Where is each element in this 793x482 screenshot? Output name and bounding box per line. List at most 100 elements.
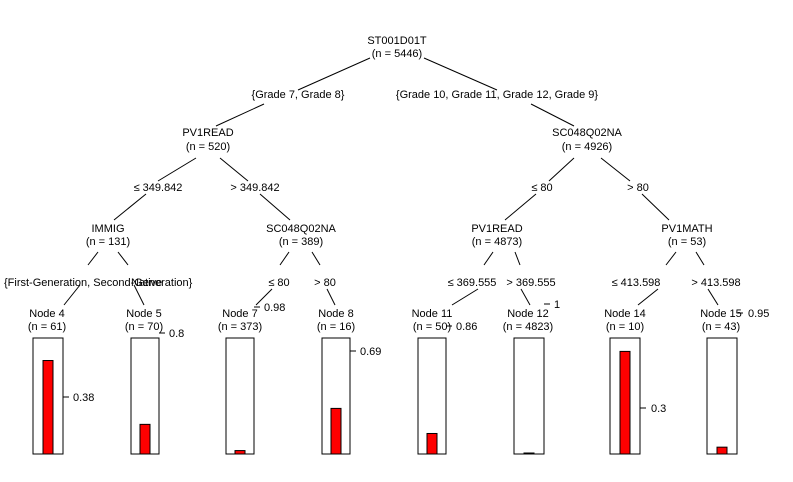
- edge: [255, 288, 273, 306]
- inner-node-6: SC048Q02NA (n = 389): [266, 223, 336, 248]
- terminal-panel-12: 1: [513, 299, 560, 455]
- tree-edges: [63, 57, 719, 306]
- edge: [133, 284, 145, 306]
- bar: [523, 452, 535, 455]
- edge-label: > 349.842: [230, 182, 279, 194]
- edge: [311, 251, 321, 266]
- bar: [42, 360, 54, 455]
- edge-label: > 80: [314, 277, 336, 289]
- node-count: (n = 53): [668, 236, 706, 248]
- edge-labels: {Grade 7, Grade 8} {Grade 10, Grade 11, …: [4, 89, 741, 289]
- terminal-label: Node 14: [604, 308, 646, 320]
- edge-label: {First-Generation, Second-Generation}: [4, 277, 193, 289]
- edge: [641, 193, 670, 221]
- terminal-count: (n = 10): [606, 321, 644, 333]
- edge: [665, 251, 677, 266]
- edge: [423, 57, 498, 91]
- edge: [548, 157, 575, 182]
- node-variable: PV1READ: [471, 223, 522, 235]
- tick-label: 0.98: [264, 302, 285, 314]
- edge: [117, 251, 129, 266]
- terminal-panel-15: 0.95: [706, 308, 769, 455]
- terminal-panel-14: 0.3: [609, 337, 666, 455]
- terminal-label: Node 8: [318, 308, 353, 320]
- terminal-panel-5: 0.8: [130, 328, 184, 455]
- terminal-count: (n = 50): [413, 321, 451, 333]
- edge-label: > 369.555: [506, 277, 555, 289]
- inner-node-3: IMMIG (n = 131): [86, 223, 130, 248]
- edge-label: > 80: [627, 182, 649, 194]
- node-count: (n = 520): [186, 141, 230, 153]
- edge-label: ≤ 413.598: [612, 277, 661, 289]
- terminal-label: Node 7: [222, 308, 257, 320]
- edge: [279, 251, 290, 266]
- node-variable: ST001D01T: [367, 35, 427, 47]
- bar: [426, 432, 438, 455]
- edge-label: ≤ 349.842: [134, 182, 183, 194]
- inner-nodes: ST001D01T (n = 5446) PV1READ (n = 520) I…: [86, 35, 713, 248]
- edge: [63, 284, 81, 306]
- bar: [330, 407, 342, 455]
- edge: [451, 288, 479, 306]
- tick-label: 0.86: [456, 321, 477, 333]
- node-count: (n = 4873): [472, 236, 522, 248]
- edge: [87, 251, 99, 266]
- bar: [716, 446, 728, 455]
- edge: [113, 193, 147, 221]
- edge: [695, 251, 705, 266]
- edge: [637, 288, 659, 306]
- edge-label: Native: [131, 277, 162, 289]
- terminal-node-titles: Node 4 (n = 61) Node 5 (n = 70) Node 7 (…: [28, 308, 742, 333]
- terminal-panel-11: 0.86: [417, 321, 477, 455]
- tick-label: 0.69: [360, 346, 381, 358]
- edge-label: {Grade 10, Grade 11, Grade 12, Grade 9}: [396, 89, 599, 101]
- node-count: (n = 5446): [372, 48, 422, 60]
- terminal-count: (n = 16): [317, 321, 355, 333]
- edge: [215, 103, 265, 127]
- edge-label: ≤ 80: [531, 182, 552, 194]
- terminal-label: Node 4: [29, 308, 64, 320]
- edge: [504, 193, 537, 221]
- tick-label: 0.8: [169, 328, 184, 340]
- edge: [326, 288, 336, 306]
- terminal-panel-8: 0.69: [321, 337, 381, 455]
- terminal-label: Node 11: [412, 308, 453, 320]
- node-count: (n = 4926): [562, 141, 612, 153]
- inner-node-13: PV1MATH (n = 53): [661, 223, 712, 248]
- edge: [530, 103, 575, 127]
- inner-node-1: ST001D01T (n = 5446): [367, 35, 427, 60]
- edge: [219, 157, 249, 182]
- node-count: (n = 131): [86, 236, 130, 248]
- panel-frame: [225, 337, 255, 455]
- edge-label: {Grade 7, Grade 8}: [252, 89, 345, 101]
- bar: [234, 450, 246, 455]
- inner-node-10: PV1READ (n = 4873): [471, 223, 522, 248]
- node-count: (n = 389): [279, 236, 323, 248]
- panel-frame: [706, 337, 738, 455]
- tick-label: 1: [554, 299, 560, 311]
- terminal-panel-7: 0.98: [225, 302, 285, 455]
- terminal-label: Node 5: [126, 308, 161, 320]
- node-variable: PV1READ: [182, 127, 233, 139]
- terminal-count: (n = 43): [702, 321, 740, 333]
- terminal-count: (n = 4823): [503, 321, 553, 333]
- node-variable: SC048Q02NA: [552, 127, 622, 139]
- edge-label: > 413.598: [691, 277, 740, 289]
- terminal-bar-panels: 0.38 0.8 0.98 0.69 0.86: [32, 299, 769, 455]
- terminal-label: Node 12: [507, 308, 549, 320]
- edge: [520, 288, 531, 306]
- edge: [483, 251, 494, 266]
- node-variable: IMMIG: [92, 223, 125, 235]
- edge: [297, 57, 371, 91]
- terminal-count: (n = 61): [28, 321, 66, 333]
- node-variable: SC048Q02NA: [266, 223, 336, 235]
- edge: [514, 251, 521, 266]
- inner-node-2: PV1READ (n = 520): [182, 127, 233, 153]
- node-variable: PV1MATH: [661, 223, 712, 235]
- bar: [619, 350, 631, 455]
- tick-label: 0.95: [748, 308, 769, 320]
- panel-frame: [513, 337, 545, 455]
- edge: [157, 157, 197, 182]
- edge-label: ≤ 80: [268, 277, 289, 289]
